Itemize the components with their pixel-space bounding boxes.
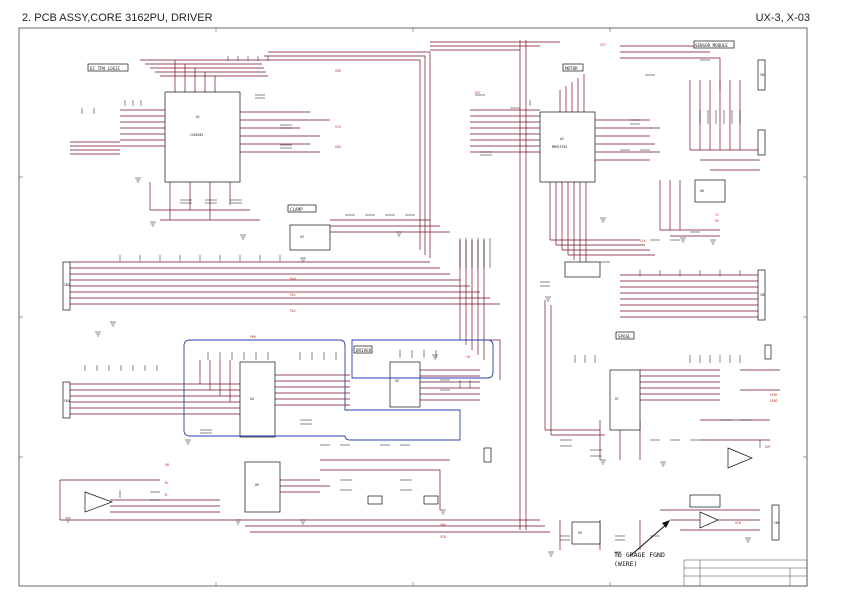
svg-text:CXD2681: CXD2681 [190,133,204,137]
svg-text:CN2: CN2 [760,293,766,297]
opamp-3 [699,511,719,529]
motor-region-outline [351,339,494,379]
svg-text:CN5: CN5 [774,521,780,525]
svg-text:AIN: AIN [735,521,741,525]
svg-text:U8: U8 [700,189,704,193]
svg-text:IN: IN [466,355,470,359]
svg-text:SCK: SCK [335,125,341,129]
svg-text:U3: U3 [300,235,304,239]
svg-text:CN3: CN3 [64,283,70,287]
component-text: U1 CXD2681 U2 MB91F353 U3 U4 U5 U6 U7 U8… [64,73,780,535]
svg-text:U5: U5 [395,379,399,383]
annotation-line-2: (WIRE) [614,560,637,568]
svg-text:VCC: VCC [600,43,606,47]
svg-text:U9: U9 [578,531,582,535]
svg-text:RST: RST [475,91,481,95]
block-label-top-right: SENSOR_MODULE [695,43,728,48]
svg-text:CN4: CN4 [64,399,70,403]
connector-right-bottom [771,504,780,541]
ic-u5 [244,461,281,513]
model-label: UX-3, X-03 [755,12,810,24]
svg-text:VM: VM [165,463,169,467]
sheet-border [18,27,808,587]
svg-text:PA2: PA2 [290,309,296,313]
title-block [683,559,808,587]
ic-u10 [689,494,721,508]
svg-text:CN1: CN1 [760,73,766,77]
wiring [59,40,780,550]
block-label-mid-right: SPOSL [618,334,631,339]
opamp-1 [84,491,114,513]
page-title: 2. PCB ASSY,CORE 3162PU, DRIVER [22,12,213,24]
svg-text:CLK: CLK [640,239,646,243]
svg-text:SEN2: SEN2 [770,399,778,403]
svg-text:PA0: PA0 [290,277,296,281]
block-label-clamp: CLAMP [290,207,303,212]
block-label-driver: DRIVER [356,348,372,353]
ic-u2 [539,111,596,183]
svg-text:OUT: OUT [765,445,771,449]
ic-u7 [564,261,601,278]
svg-text:MB91F353: MB91F353 [552,145,567,149]
svg-text:U4: U4 [250,397,254,401]
svg-text:U1: U1 [196,115,200,119]
border-ticks [19,28,807,586]
svg-text:SEN1: SEN1 [770,393,778,397]
highlight-boxes [183,339,494,441]
ground-symbols [65,177,751,557]
passives [81,56,761,541]
ic-driver-a [239,361,276,438]
connector-right-mid [757,269,766,321]
annotation-line-1: TO GRAGE FGND [614,551,665,559]
ic-u9 [571,521,601,545]
net-labels: VDD SCK SDA RST VCC TX RX CLK PA0 PA1 PA… [165,43,778,539]
svg-text:U7: U7 [615,397,619,401]
block-label-motor: MOTOR [565,66,578,71]
svg-text:SDA: SDA [335,145,341,149]
connector-right-low [764,344,772,360]
svg-text:PWR: PWR [250,335,256,339]
connector-left-top [62,261,71,311]
components [62,40,780,545]
svg-text:U2: U2 [560,137,564,141]
svg-text:VIN: VIN [440,535,446,539]
driver-region-outline [183,339,461,441]
ic-clamp [289,224,331,251]
ic-u1 [164,91,241,183]
svg-text:U6: U6 [255,483,259,487]
svg-text:GND: GND [440,523,446,527]
ic-u8 [694,179,726,203]
svg-text:M+: M+ [165,481,169,485]
ic-u6 [609,369,641,431]
svg-text:TX: TX [715,213,719,217]
block-label-top-left: EC_TPH_LOGIC [90,66,121,71]
ground-annotation: TO GRAGE FGND (WIRE) [614,520,670,568]
svg-text:VDD: VDD [335,69,341,73]
connector-left-bottom [62,381,71,419]
svg-text:M-: M- [165,493,169,497]
svg-text:RX: RX [715,219,719,223]
connector-top-right [757,129,766,156]
connector-right-top [757,59,766,91]
svg-text:PA1: PA1 [290,293,296,297]
ic-driver-b [389,361,421,408]
connector-mid [483,447,492,463]
opamp-2 [727,447,753,469]
block-labels: EC_TPH_LOGIC SENSOR_MODULE CLAMP DRIVER … [90,43,728,353]
